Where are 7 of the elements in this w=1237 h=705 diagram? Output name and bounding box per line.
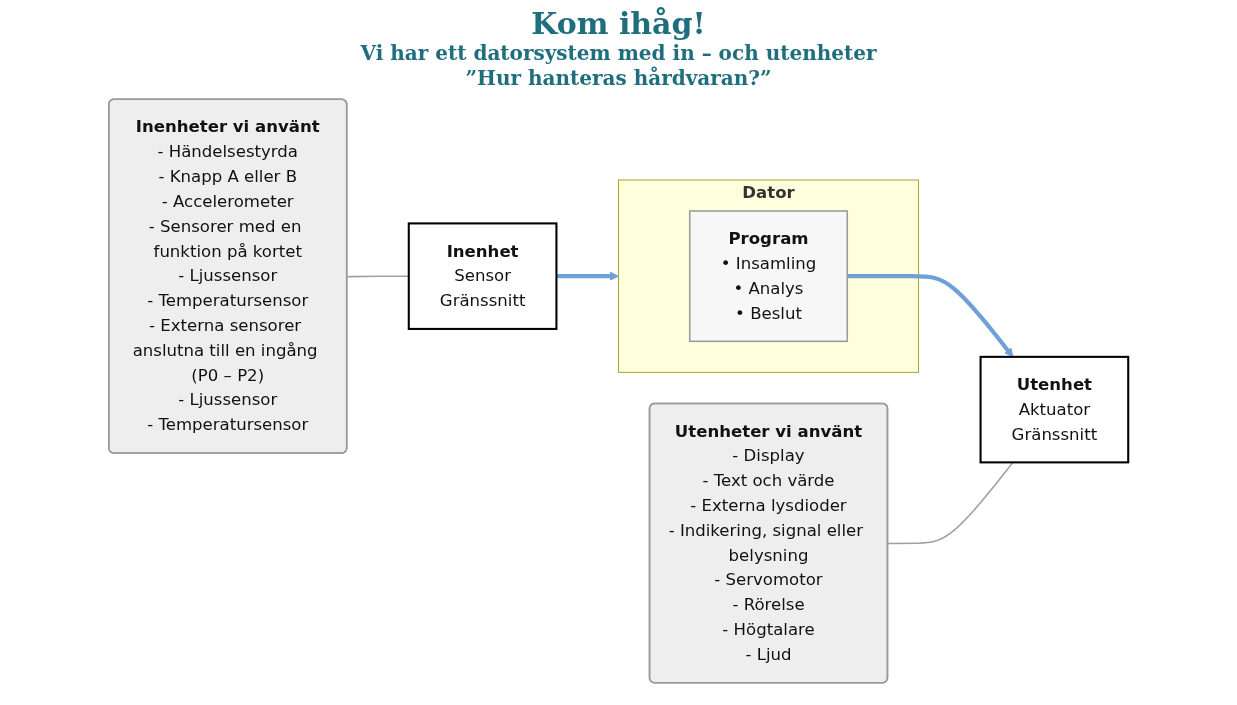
subtitle-text: Vi har ett datorsystem med in – och utenheter: [359, 41, 878, 66]
node-box: Inenhet Sensor Gränssnitt: [407, 222, 558, 330]
arrow: [556, 271, 619, 281]
title: Kom ihåg!: [530, 6, 707, 41]
node-box: Utenhet Aktuator Gränssnitt: [979, 355, 1130, 464]
node-box: Program • Insamling • Analys • Beslut: [688, 210, 849, 343]
subtitle-text: ”Hur hanteras hårdvaran?”: [464, 66, 773, 91]
